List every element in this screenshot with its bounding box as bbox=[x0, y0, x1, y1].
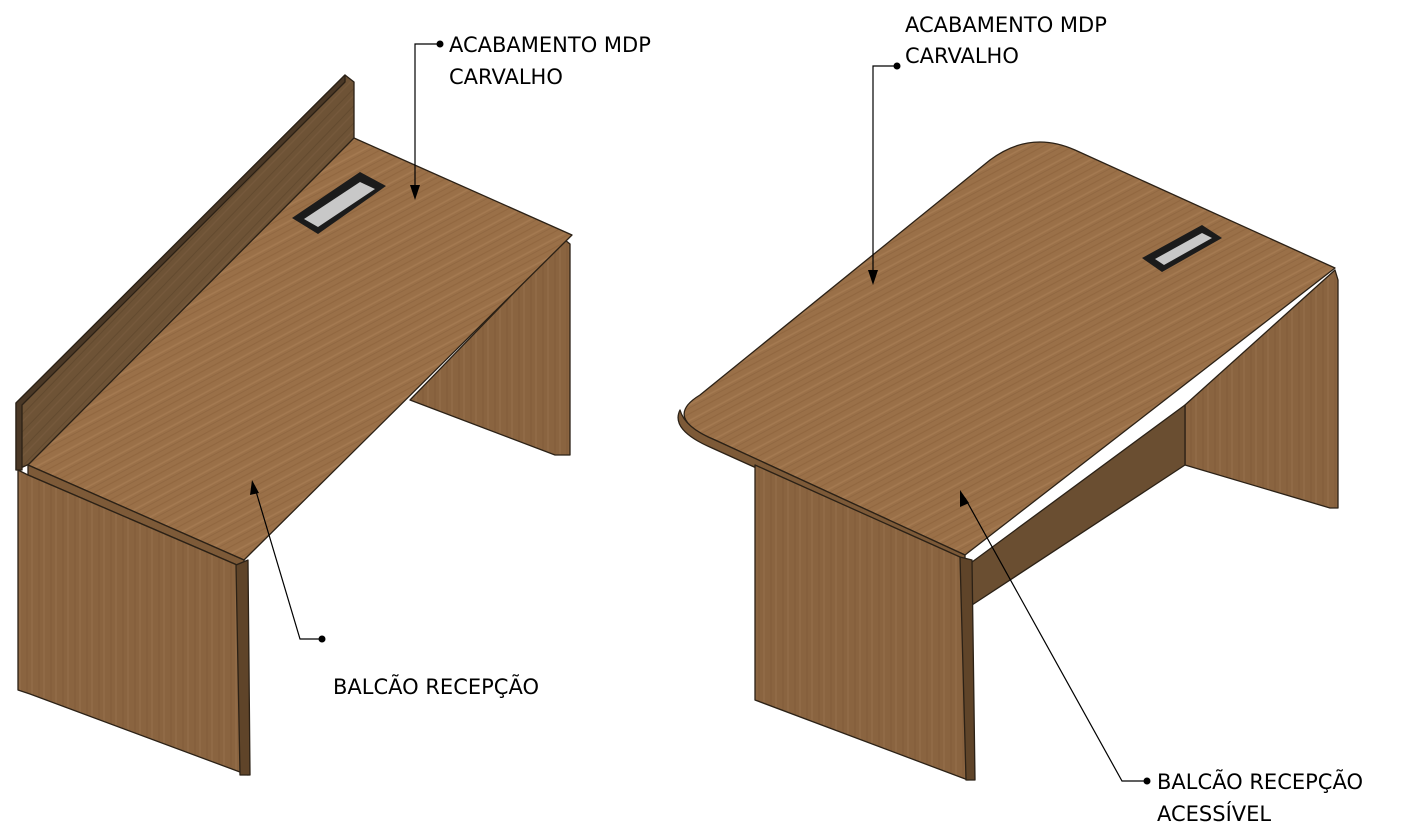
left-reception-desk bbox=[15, 74, 573, 776]
right-accessible-desk bbox=[677, 141, 1339, 781]
left-left-leg-edge bbox=[235, 559, 251, 776]
right-desktop-front-edge bbox=[677, 409, 966, 563]
right-finish-label-line2: CARVALHO bbox=[905, 44, 1019, 68]
right-front-leg-edge bbox=[959, 556, 976, 781]
left-grommet-inner bbox=[304, 182, 375, 227]
right-name-label-line1: BALCÃO RECEPÇÃO bbox=[1157, 768, 1363, 794]
left-name-label: BALCÃO RECEPÇÃO bbox=[333, 673, 539, 699]
right-grommet-inner bbox=[1155, 233, 1212, 265]
left-finish-label-line1: ACABAMENTO MDP bbox=[449, 33, 651, 57]
right-name-label-line2: ACESSÍVEL bbox=[1157, 801, 1271, 826]
left-name-leader bbox=[250, 480, 326, 643]
right-finish-leader bbox=[868, 62, 901, 285]
left-back-panel-edge bbox=[15, 74, 346, 471]
left-finish-label-line2: CARVALHO bbox=[449, 65, 563, 89]
right-finish-label-line1: ACABAMENTO MDP bbox=[905, 13, 1107, 37]
right-name-leader bbox=[960, 490, 1151, 785]
left-finish-leader bbox=[410, 40, 444, 200]
